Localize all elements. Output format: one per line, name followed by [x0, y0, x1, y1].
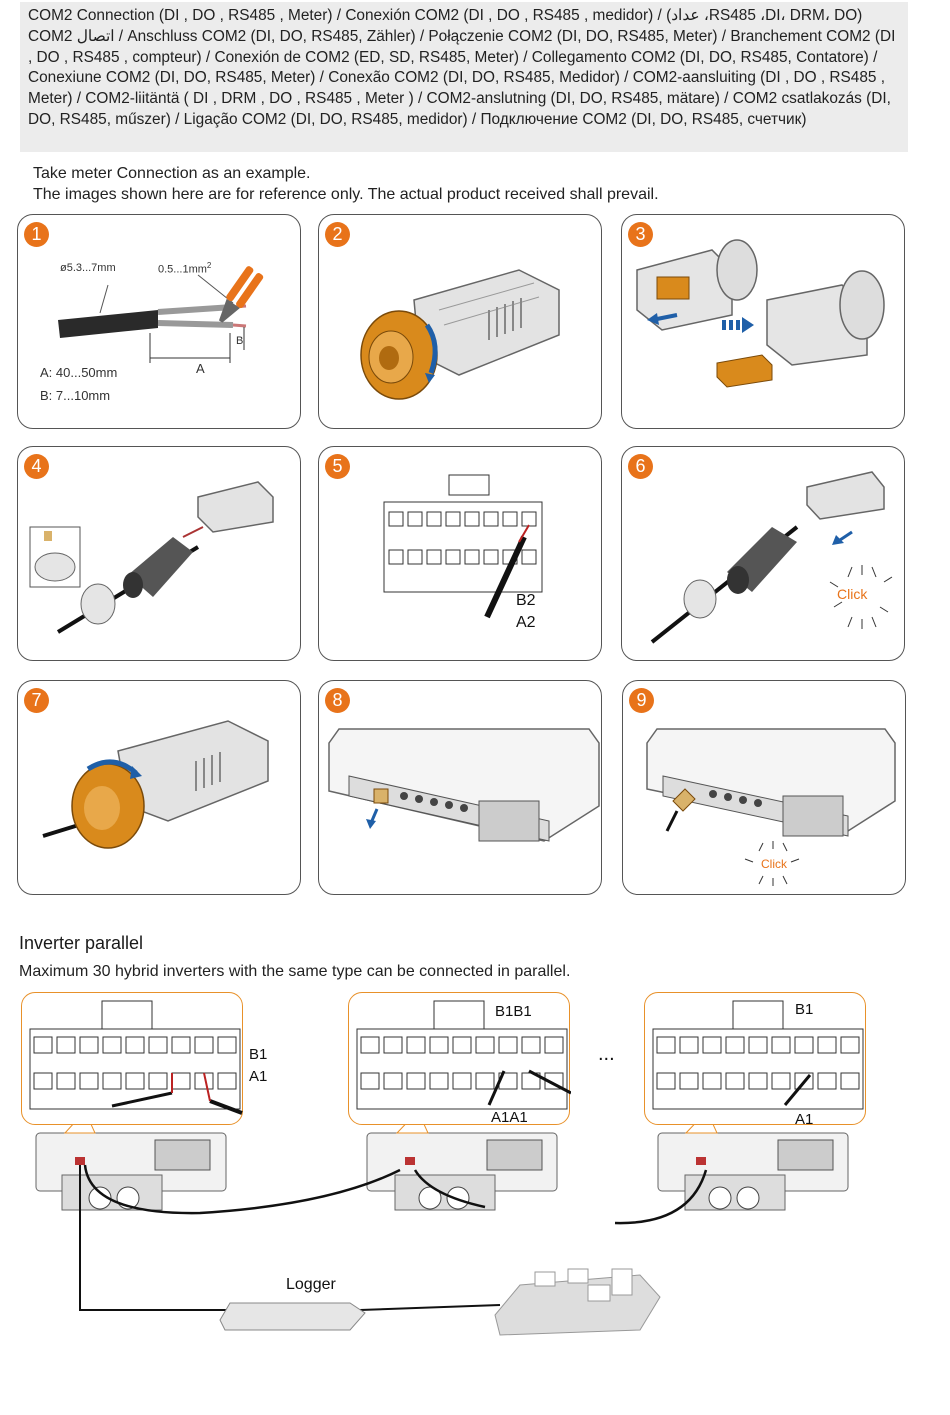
wire-label-b1: B1	[249, 1046, 268, 1063]
step-4-panel: 4	[17, 446, 301, 661]
step-9-panel: 9 Click	[622, 680, 906, 895]
terminal-block-3	[652, 1000, 864, 1110]
wire-label-a1: A1	[249, 1068, 268, 1085]
dimension-a-spec: A: 40...50mm	[40, 365, 118, 380]
dimension-b-spec: B: 7...10mm	[40, 388, 111, 403]
parallel-wiring-diagram	[35, 1110, 849, 1336]
connector-tighten-illustration	[42, 720, 269, 849]
logger-label: Logger	[286, 1276, 336, 1293]
dimension-b-mark: B	[236, 335, 244, 347]
wire-label-a1a1: A1A1	[491, 1109, 528, 1126]
step-number-badge: 5	[325, 454, 350, 479]
terminal-block-2	[356, 1000, 571, 1110]
terminal-insert-illustration	[650, 471, 893, 644]
wire-section-label: 0.5...1mm2	[158, 261, 211, 276]
wire-section-value: 0.5...1mm	[158, 263, 207, 276]
step-number-badge: 4	[24, 454, 49, 479]
step-number-badge: 8	[325, 688, 350, 713]
step-1-panel: 1 ø5.3...7mm 0.5...1mm2 A B A: 40...50mm…	[17, 214, 301, 429]
click-label: Click	[761, 857, 787, 871]
multilingual-title: COM2 Connection (DI , DO , RS485 , Meter…	[20, 2, 908, 152]
step-number-badge: 7	[24, 688, 49, 713]
inverter-2-terminal-callout: B1B1 A1A1	[348, 992, 571, 1126]
step-number-badge: 3	[628, 222, 653, 247]
step-3-panel: 3	[621, 214, 905, 429]
inverter-3-terminal-callout: B1 A1	[644, 992, 866, 1128]
wire-label-b1b1: B1B1	[495, 1003, 532, 1020]
step-6-panel: 6 Click	[621, 446, 905, 661]
inverter-1-terminal-callout: B1 A1	[21, 992, 267, 1125]
step-7-panel: 7	[17, 680, 301, 895]
cable-diameter-label: ø5.3...7mm	[60, 262, 116, 274]
inverter-unit-2	[366, 1132, 558, 1211]
step-5-panel: 5 B2 A2	[318, 446, 602, 661]
cable-strip-illustration	[58, 266, 264, 363]
ellipsis-more-inverters: ...	[598, 1043, 615, 1065]
step-8-panel: 8	[318, 680, 602, 895]
section-subtitle-max-inverters: Maximum 30 hybrid inverters with the sam…	[19, 963, 571, 980]
step-number-badge: 2	[325, 222, 350, 247]
connector-unscrew-illustration	[360, 269, 560, 400]
inverter-port-plug-illustration	[328, 728, 600, 842]
wire-label-a1: A1	[795, 1111, 814, 1128]
step-2-panel: 2	[318, 214, 602, 429]
inverter-port-locked-illustration	[646, 728, 896, 886]
cable-threading-illustration	[29, 481, 274, 634]
wire-label-a2: A2	[516, 614, 536, 631]
terminal-block-wiring-illustration	[383, 474, 543, 619]
dimension-a-mark: A	[196, 361, 205, 376]
click-label: Click	[837, 586, 868, 602]
intro-line-example: Take meter Connection as an example.	[33, 165, 311, 182]
wire-section-unit-superscript: 2	[206, 261, 212, 270]
terminal-block-1	[29, 1000, 243, 1115]
wire-label-b2: B2	[516, 592, 536, 609]
intro-text: Take meter Connection as an example. The…	[33, 163, 659, 205]
step-number-badge: 6	[628, 454, 653, 479]
intro-line-disclaimer: The images shown here are for reference …	[33, 186, 659, 203]
terminal-removal-illustration	[636, 239, 885, 388]
section-title-inverter-parallel: Inverter parallel	[19, 933, 144, 953]
step-number-badge: 9	[629, 688, 654, 713]
wire-label-b1: B1	[795, 1001, 814, 1018]
step-number-badge: 1	[24, 222, 49, 247]
